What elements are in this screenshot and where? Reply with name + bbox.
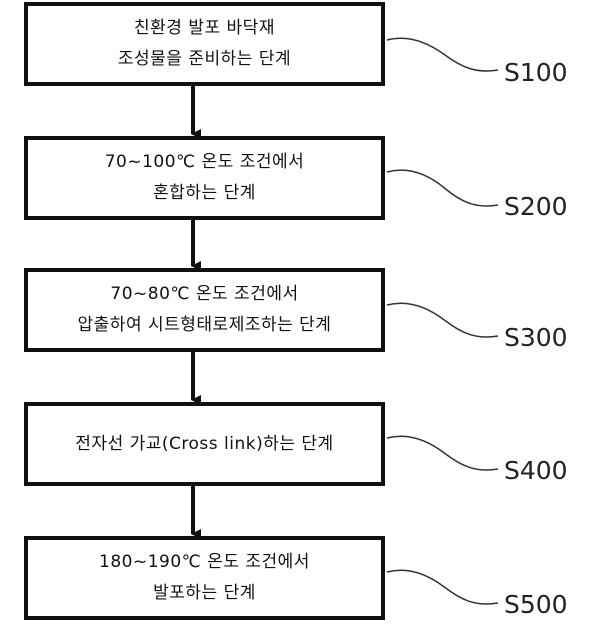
step-s200-line-2: 혼합하는 단계 bbox=[153, 183, 256, 203]
leader-line-1 bbox=[386, 37, 499, 72]
leader-line-4 bbox=[386, 435, 499, 471]
step-s400-line-1: 전자선 가교(Cross link)하는 단계 bbox=[75, 433, 334, 454]
leader-line-5 bbox=[386, 569, 499, 605]
step-box-s500: 180~190℃ 온도 조건에서 발포하는 단계 bbox=[24, 536, 385, 620]
step-s500-line-2: 발포하는 단계 bbox=[153, 583, 256, 603]
step-box-s200: 70~100℃ 온도 조건에서 혼합하는 단계 bbox=[24, 136, 385, 220]
step-label-s100: S100 bbox=[504, 58, 568, 87]
step-box-s300: 70~80℃ 온도 조건에서 압출하여 시트형태로제조하는 단계 bbox=[24, 268, 385, 352]
step-s500-line-1: 180~190℃ 온도 조건에서 bbox=[99, 552, 310, 572]
step-s100-line-1: 친환경 발포 바닥재 bbox=[134, 18, 275, 38]
step-box-s100: 친환경 발포 바닥재 조성물을 준비하는 단계 bbox=[24, 2, 385, 86]
step-s300-line-2: 압출하여 시트형태로제조하는 단계 bbox=[77, 315, 332, 335]
step-s100-line-2: 조성물을 준비하는 단계 bbox=[117, 49, 292, 69]
step-label-s500: S500 bbox=[504, 590, 568, 619]
step-label-s400: S400 bbox=[504, 456, 568, 485]
leader-line-3 bbox=[386, 302, 499, 338]
step-box-s400: 전자선 가교(Cross link)하는 단계 bbox=[24, 402, 385, 486]
step-label-s300: S300 bbox=[504, 323, 568, 352]
step-s200-line-1: 70~100℃ 온도 조건에서 bbox=[104, 152, 305, 172]
leader-line-2 bbox=[386, 169, 499, 207]
step-s300-line-1: 70~80℃ 온도 조건에서 bbox=[110, 284, 299, 304]
step-label-s200: S200 bbox=[504, 192, 568, 221]
